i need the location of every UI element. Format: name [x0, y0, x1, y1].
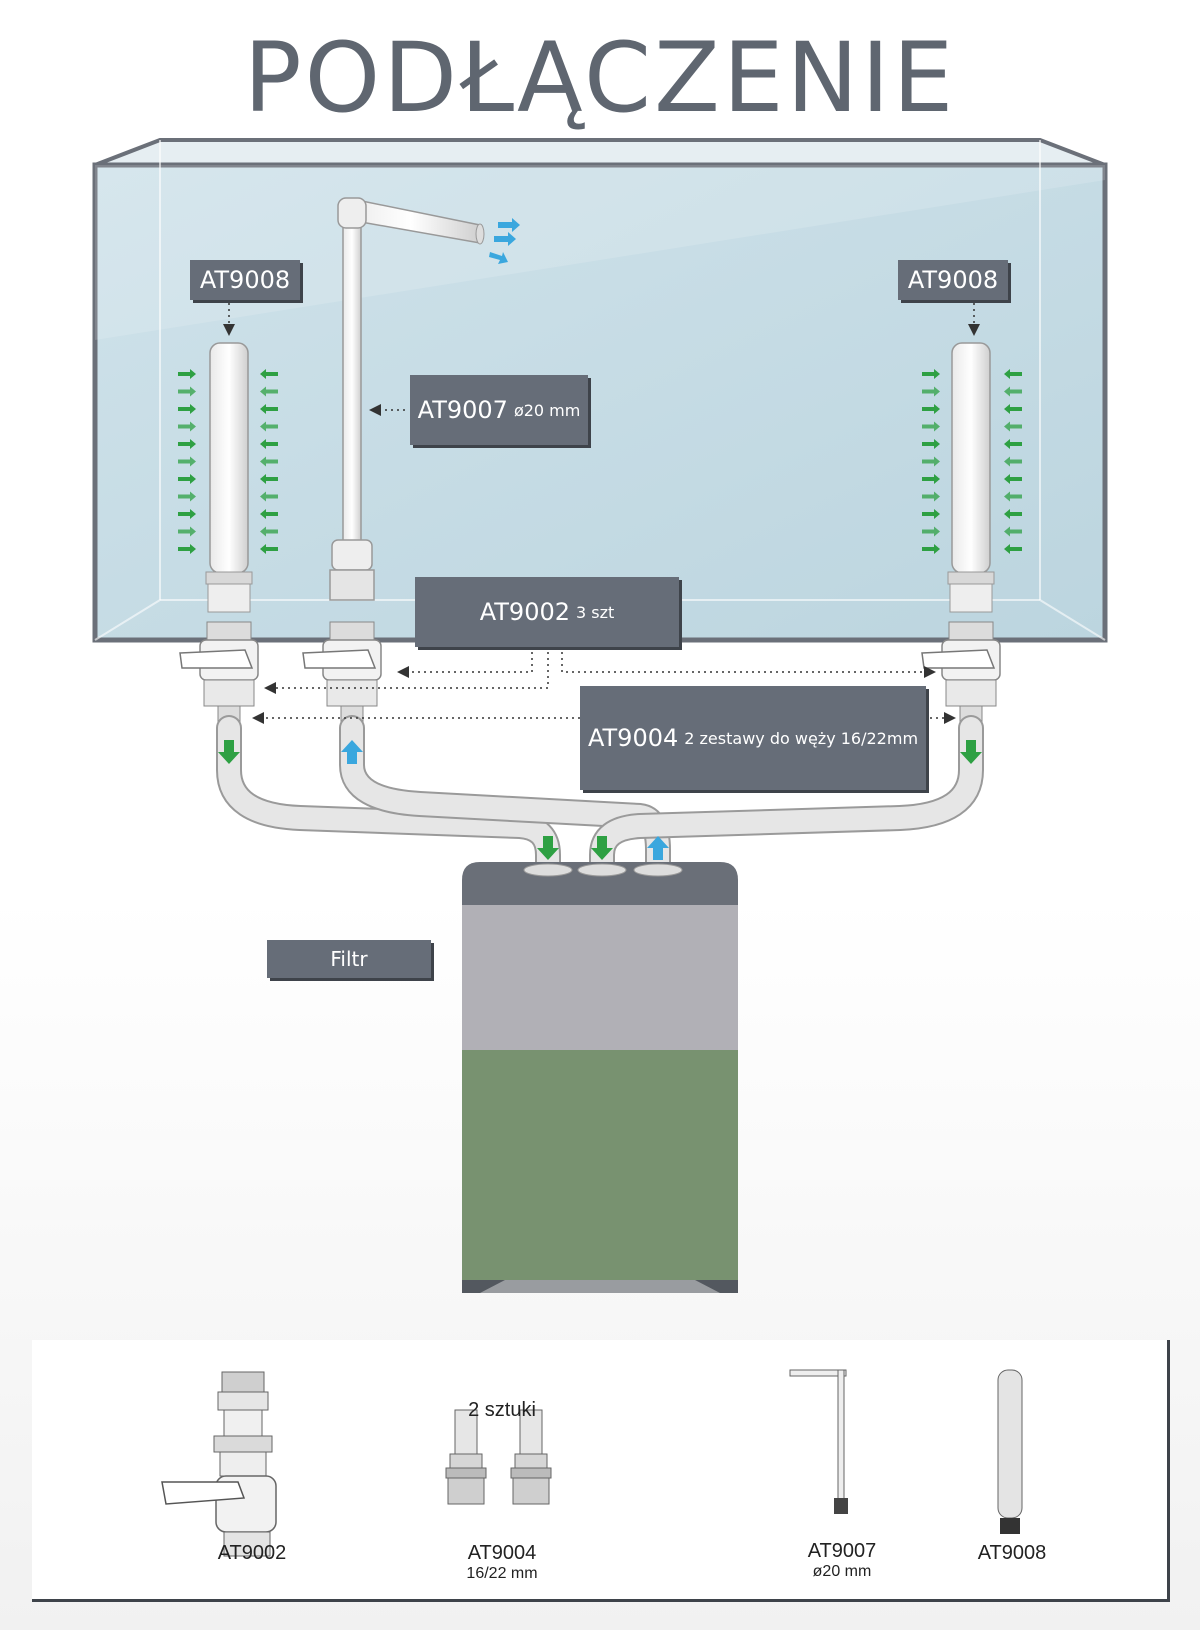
inflow-arrow [1004, 456, 1022, 467]
inflow-arrows-left [178, 369, 278, 554]
valve-left [179, 621, 259, 729]
inflow-arrow [260, 456, 278, 467]
inflow-arrow [260, 474, 278, 484]
inflow-arrow [260, 386, 278, 397]
inflow-arrow [260, 369, 278, 379]
inflow-arrow [1004, 386, 1022, 397]
label-at9007-code: AT9007 [417, 396, 508, 424]
filter-canister [462, 862, 738, 1293]
part-at9007-image [789, 1369, 848, 1514]
inflow-arrow [922, 544, 940, 554]
label-filter: Filtr [267, 940, 431, 978]
part-at9004-image [445, 1409, 552, 1505]
inflow-arrow [178, 421, 196, 432]
inflow-arrow [178, 509, 196, 519]
label-at9008-right: AT9008 [898, 260, 1008, 300]
outlet-pipe [329, 197, 485, 601]
inflow-arrow [178, 491, 196, 502]
diagram-drawing [92, 138, 1108, 1293]
inflow-arrow [1004, 369, 1022, 379]
part-at9007-sub: ø20 mm [812, 1563, 872, 1580]
valve-right [921, 621, 1001, 729]
part-at9007-name: AT9007 [807, 1540, 877, 1562]
inflow-arrow [178, 526, 196, 537]
inflow-arrow [260, 526, 278, 537]
inflow-arrow [260, 439, 278, 449]
part-at9002: AT9002 [182, 1542, 322, 1565]
hose-flow-arrows [218, 740, 982, 860]
inflow-arrow [1004, 509, 1022, 519]
strainer-left [205, 342, 253, 613]
inflow-arrow [922, 526, 940, 537]
strainer-right [947, 342, 995, 613]
label-at9007: AT9007 ø20 mm [410, 375, 588, 445]
label-at9002: AT9002 3 szt [415, 577, 679, 647]
page-title: PODŁĄCZENIE [243, 22, 957, 134]
inflow-arrow [260, 509, 278, 519]
inflow-arrow [1004, 421, 1022, 432]
part-at9004-name: AT9004 [467, 1542, 537, 1564]
inflow-arrow [922, 386, 940, 397]
inflow-arrow [178, 439, 196, 449]
label-at9004-desc: 2 zestawy do węży 16/22mm [684, 728, 919, 748]
inflow-arrow [178, 404, 196, 414]
part-at9002-image [161, 1371, 277, 1557]
inflow-arrow [178, 369, 196, 379]
label-at9002-qty: 3 szt [576, 602, 615, 622]
part-at9002-name: AT9002 [217, 1542, 287, 1564]
inflow-arrow [260, 421, 278, 432]
inflow-arrow [922, 509, 940, 519]
inflow-arrows-right [922, 369, 1022, 554]
outflow-arrows [489, 218, 520, 264]
inflow-arrow [1004, 439, 1022, 449]
part-at9004: AT9004 16/22 mm [432, 1542, 572, 1583]
label-at9007-size: ø20 mm [513, 400, 581, 420]
part-at9004-sub: 16/22 mm [466, 1565, 538, 1582]
inflow-arrow [922, 456, 940, 467]
inflow-arrow [922, 421, 940, 432]
inflow-arrow [1004, 491, 1022, 502]
part-at9008-name: AT9008 [977, 1542, 1047, 1564]
inflow-arrow [922, 404, 940, 414]
inflow-arrow [922, 491, 940, 502]
inflow-arrow [1004, 544, 1022, 554]
inflow-arrow [922, 369, 940, 379]
inflow-arrow [1004, 474, 1022, 484]
leader-lines [223, 303, 980, 724]
inflow-arrow [1004, 526, 1022, 537]
label-at9004: AT9004 2 zestawy do węży 16/22mm [580, 686, 926, 790]
label-at9002-code: AT9002 [479, 598, 570, 626]
inflow-arrow [1004, 404, 1022, 414]
inflow-arrow [178, 544, 196, 554]
part-at9008-image [997, 1369, 1023, 1534]
inflow-arrow [178, 386, 196, 397]
inflow-arrow [922, 439, 940, 449]
label-at9008-left: AT9008 [190, 260, 300, 300]
parts-drawings [161, 1369, 1023, 1557]
inflow-arrow [260, 404, 278, 414]
part-at9008: AT9008 [942, 1542, 1082, 1565]
valve-middle [302, 621, 382, 729]
part-at9007: AT9007 ø20 mm [772, 1540, 912, 1581]
label-at9004-code: AT9004 [587, 724, 679, 752]
inflow-arrow [260, 491, 278, 502]
inflow-arrow [922, 474, 940, 484]
part-at9004-qty: 2 sztuki [468, 1399, 536, 1421]
inflow-arrow [178, 474, 196, 484]
inflow-arrow [178, 456, 196, 467]
parts-panel: AT9002 2 sztuki AT9004 16/22 mm AT9007 ø… [32, 1340, 1170, 1602]
inflow-arrow [260, 544, 278, 554]
